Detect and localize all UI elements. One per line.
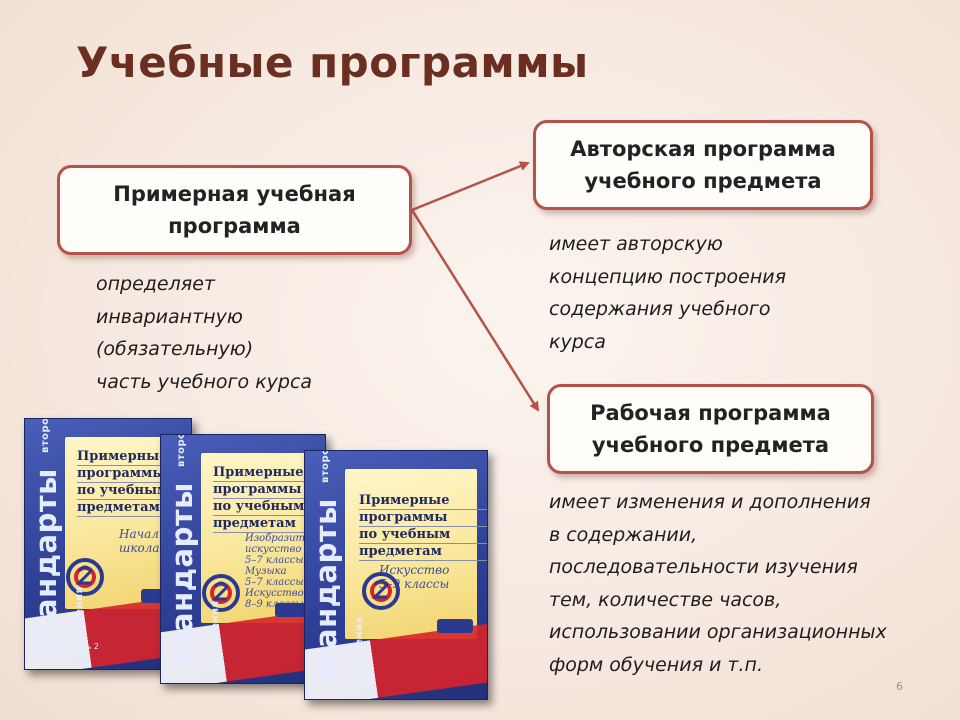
cover-subtitle-line: Искусство bbox=[245, 588, 304, 599]
publisher-logo-icon bbox=[275, 603, 311, 617]
cover-subtitle: Изобразительное искусство 5–7 классы Муз… bbox=[245, 533, 325, 610]
spine-small-line: поколения bbox=[354, 616, 365, 683]
description-line: инвариантную bbox=[96, 305, 243, 328]
arrow-to-author bbox=[411, 161, 530, 212]
cover-title-line: предметам bbox=[213, 516, 325, 533]
cover-subtitle-line: 5–7 классы bbox=[245, 555, 304, 566]
box-line: Авторская программа bbox=[570, 137, 836, 161]
description-line: тем, количестве часов, bbox=[549, 588, 782, 611]
cover-title-line: Примерные bbox=[77, 449, 191, 466]
cover-title-line: по учебным bbox=[359, 527, 487, 544]
cover-subtitle-line: искусство bbox=[245, 544, 302, 555]
description-line: в содержании, bbox=[549, 523, 698, 546]
spine-text: стандарты второго поколения bbox=[309, 450, 365, 683]
description-line: форм обучения и т.п. bbox=[549, 653, 764, 676]
box-work-program: Рабочая программа учебного предмета bbox=[547, 384, 874, 474]
spine-text: стандарты второго поколения bbox=[165, 434, 221, 667]
box-example-program: Примерная учебная программа bbox=[57, 165, 412, 255]
cover-subtitle-line: Изобразительное bbox=[245, 533, 325, 544]
description-line: использовании организационных bbox=[549, 621, 887, 643]
spine-word: стандарты bbox=[309, 498, 343, 683]
box-line: учебного предмета bbox=[591, 433, 830, 457]
cover-title: Примерные программы по учебным предметам bbox=[77, 449, 191, 517]
description-work-program: имеет изменения и дополнения в содержани… bbox=[549, 486, 887, 681]
description-line: последовательности изучения bbox=[549, 556, 858, 578]
box-author-program: Авторская программа учебного предмета bbox=[533, 120, 873, 210]
cover-subtitle-line: Музыка bbox=[245, 566, 287, 577]
description-line: определяет bbox=[96, 273, 215, 295]
cover-title-line: программы bbox=[77, 466, 191, 483]
cover-title-line: Примерные bbox=[359, 493, 487, 510]
book-cover-2: Примерные программы по учебным предметам… bbox=[160, 434, 326, 684]
box-line: программа bbox=[168, 214, 301, 238]
standards-logo-icon bbox=[202, 574, 240, 612]
box-line: Примерная учебная bbox=[113, 182, 356, 206]
description-line: имеет авторскую bbox=[549, 233, 723, 255]
cover-title-line: предметам bbox=[359, 544, 487, 561]
box-line: учебного предмета bbox=[584, 169, 822, 193]
description-line: концепцию построения bbox=[549, 265, 787, 288]
cover-title-line: по учебным bbox=[213, 499, 325, 516]
cover-title: Примерные программы по учебным предметам bbox=[359, 493, 487, 561]
spine-small-line: второго bbox=[176, 434, 187, 468]
cover-title: Примерные программы по учебным предметам bbox=[213, 465, 325, 533]
standards-logo-icon bbox=[66, 558, 104, 596]
cover-title-line: предметам bbox=[77, 500, 191, 517]
description-line: курса bbox=[549, 330, 606, 353]
cover-subtitle-line: 5–7 классы bbox=[245, 577, 304, 588]
cover-subtitle-line: школа bbox=[119, 541, 160, 555]
book-part-label: Часть 2 bbox=[67, 642, 99, 651]
spine-text: стандарты второго поколения bbox=[29, 418, 85, 653]
cover-title-line: программы bbox=[359, 510, 487, 527]
standards-logo-icon bbox=[362, 572, 400, 610]
cover-title-line: Примерные bbox=[213, 465, 325, 482]
spine-word: стандарты bbox=[29, 468, 63, 653]
description-author-program: имеет авторскую концепцию построения сод… bbox=[549, 228, 786, 358]
spine-word: стандарты bbox=[165, 482, 199, 667]
cover-subtitle-line: 8–9 классы bbox=[245, 599, 304, 610]
cover-panel bbox=[345, 469, 477, 639]
description-example-program: определяет инвариантную (обязательную) ч… bbox=[96, 268, 312, 398]
book-cover-1: Примерные программы по учебным предметам… bbox=[24, 418, 192, 670]
description-line: содержания учебного bbox=[549, 298, 771, 320]
spine-small-line: поколения bbox=[210, 600, 221, 667]
page-title: Учебные программы bbox=[76, 38, 589, 87]
description-line: имеет изменения и дополнения bbox=[549, 491, 871, 513]
book-cover-3: Примерные программы по учебным предметам… bbox=[304, 450, 488, 700]
arrow-to-work bbox=[410, 209, 540, 412]
cover-title-line: программы bbox=[213, 482, 325, 499]
description-line: (обязательную) bbox=[96, 338, 254, 360]
publisher-logo-icon bbox=[437, 619, 473, 633]
spine-small-line: второго bbox=[40, 418, 51, 454]
cover-subtitle-line: Искусство bbox=[379, 563, 450, 577]
cover-title-line: по учебным bbox=[77, 483, 191, 500]
spine-small-line: второго bbox=[320, 450, 331, 484]
description-line: часть учебного курса bbox=[96, 370, 313, 393]
box-line: Рабочая программа bbox=[590, 401, 831, 425]
page-number: 6 bbox=[896, 680, 903, 693]
